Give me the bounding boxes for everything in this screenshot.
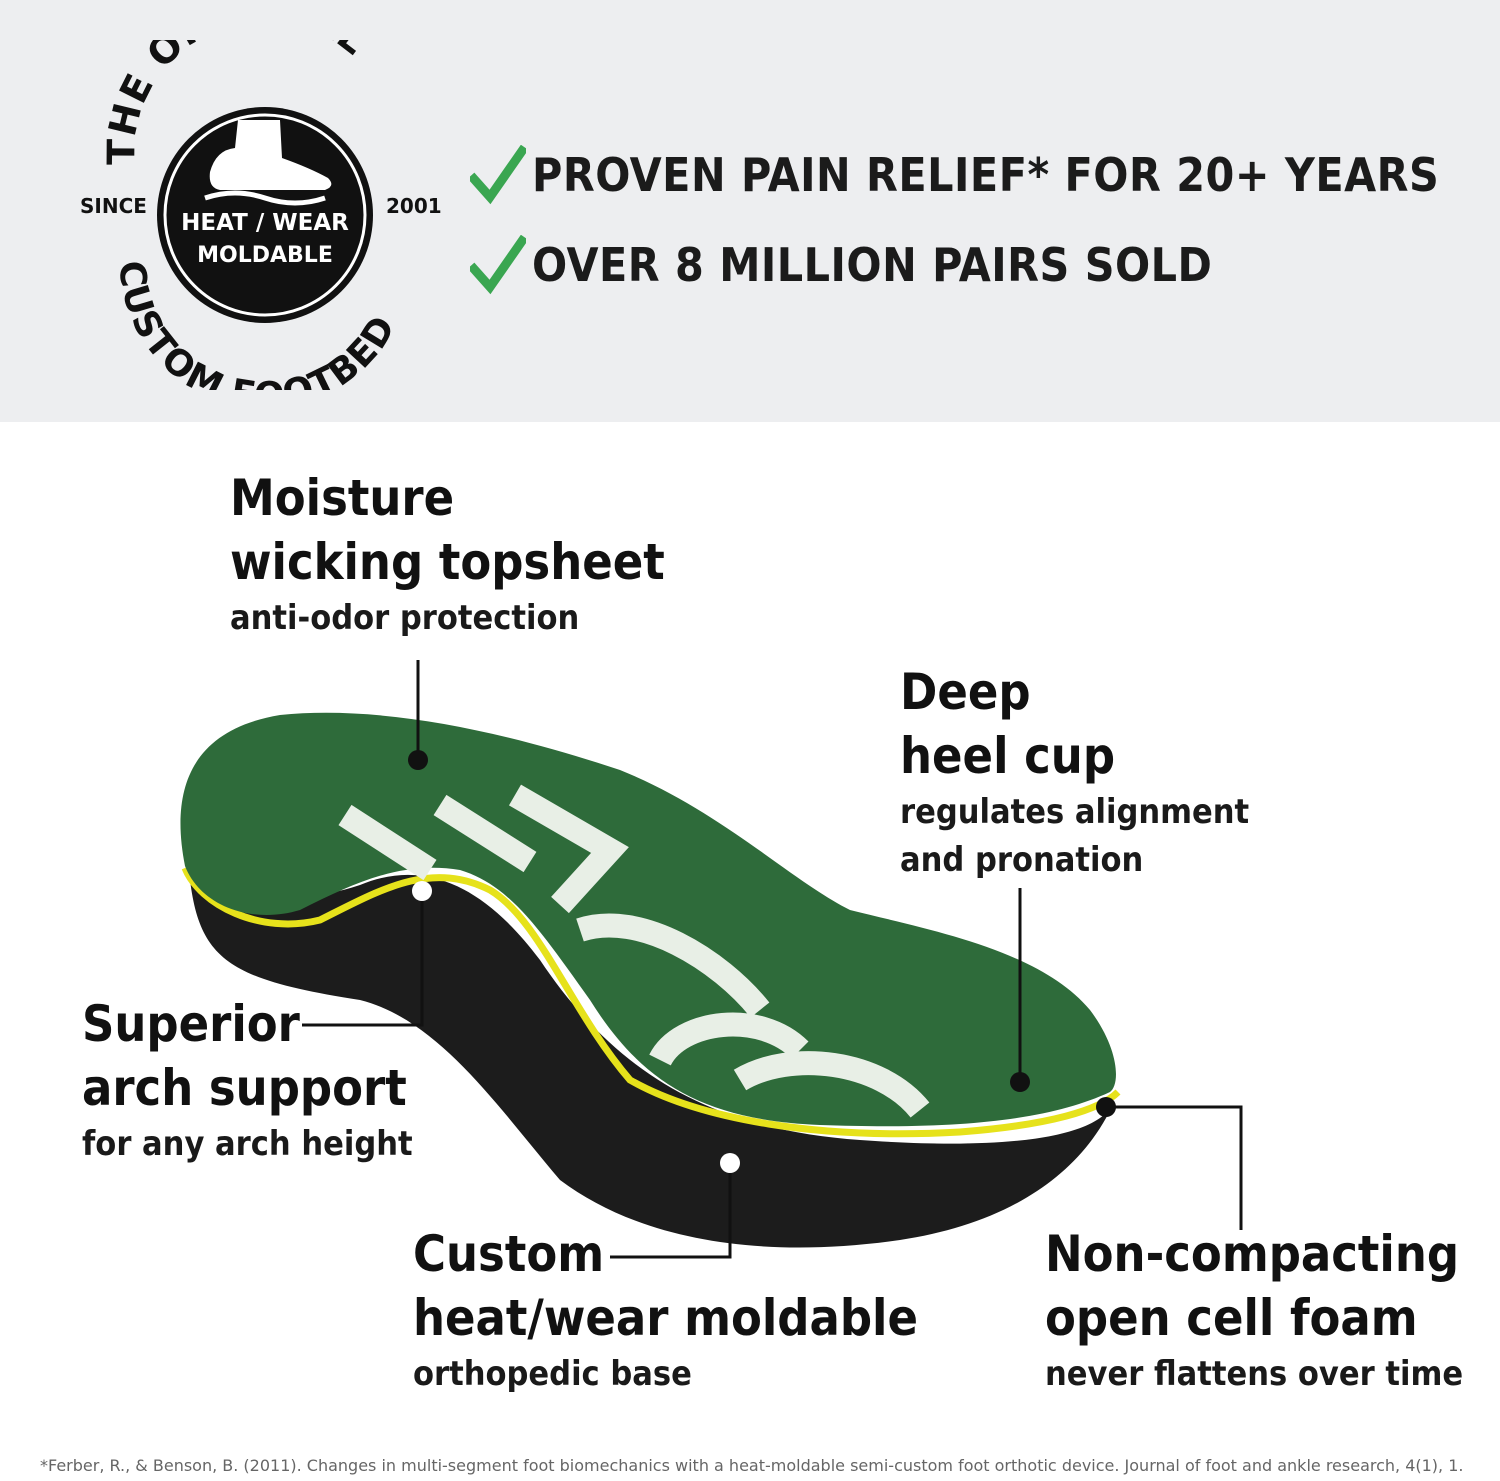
feature-title: heat/wear moldable bbox=[413, 1289, 918, 1347]
badge-since: SINCE bbox=[80, 194, 147, 218]
feature-heel-cup: Deep heel cup regulates alignment and pr… bbox=[900, 660, 1249, 884]
callout-arch bbox=[302, 881, 432, 1027]
claim-item: PROVEN PAIN RELIEF* FOR 20+ YEARS bbox=[470, 130, 1439, 220]
feature-subtitle: orthopedic base bbox=[413, 1354, 692, 1394]
feature-title: Superior bbox=[82, 995, 300, 1053]
feature-title: Deep bbox=[900, 663, 1031, 721]
badge-circle bbox=[157, 107, 373, 323]
feature-topsheet: Moisture wicking topsheet anti-odor prot… bbox=[230, 466, 665, 642]
feature-title: arch support bbox=[82, 1059, 407, 1117]
feature-subtitle: regulates alignment bbox=[900, 792, 1250, 832]
feature-title: Custom bbox=[413, 1225, 605, 1283]
feature-open-cell-foam: Non-compacting open cell foam never flat… bbox=[1045, 1222, 1463, 1398]
feature-subtitle: for any arch height bbox=[82, 1124, 413, 1164]
insole-rim bbox=[181, 866, 1121, 1138]
feature-title: Non-compacting bbox=[1045, 1225, 1460, 1283]
claim-item: OVER 8 MILLION PAIRS SOLD bbox=[470, 220, 1439, 310]
claim-text: OVER 8 MILLION PAIRS SOLD bbox=[532, 238, 1213, 292]
callout-topsheet bbox=[408, 660, 428, 770]
check-icon bbox=[470, 145, 526, 205]
check-icon bbox=[470, 235, 526, 295]
insole-logo bbox=[338, 784, 930, 1118]
feature-subtitle: never flattens over time bbox=[1045, 1354, 1464, 1394]
feature-title: wicking topsheet bbox=[230, 533, 665, 591]
footnote-citation: *Ferber, R., & Benson, B. (2011). Change… bbox=[40, 1456, 1464, 1475]
foot-icon bbox=[204, 120, 332, 206]
badge-inner-line1: HEAT / WEAR bbox=[181, 210, 349, 236]
feature-subtitle: anti-odor protection bbox=[230, 598, 580, 638]
badge-year: 2001 bbox=[386, 194, 442, 218]
original-footbed-badge: THE ORIGINAL CUSTOM FOOTBED SINCE 2001 H… bbox=[80, 40, 442, 390]
feature-title: open cell foam bbox=[1045, 1289, 1418, 1347]
feature-arch-support: Superior arch support for any arch heigh… bbox=[82, 992, 413, 1168]
feature-moldable-base: Custom heat/wear moldable orthopedic bas… bbox=[413, 1222, 918, 1398]
feature-title: heel cup bbox=[900, 727, 1116, 785]
badge-inner-line2: MOLDABLE bbox=[197, 243, 333, 268]
claims-list: PROVEN PAIN RELIEF* FOR 20+ YEARS OVER 8… bbox=[470, 130, 1439, 310]
claim-text: PROVEN PAIN RELIEF* FOR 20+ YEARS bbox=[532, 148, 1440, 202]
feature-title: Moisture bbox=[230, 469, 455, 527]
callout-base bbox=[610, 1153, 740, 1259]
callout-heel bbox=[1010, 888, 1030, 1092]
feature-subtitle: and pronation bbox=[900, 840, 1144, 880]
callout-foam bbox=[1096, 1097, 1243, 1230]
